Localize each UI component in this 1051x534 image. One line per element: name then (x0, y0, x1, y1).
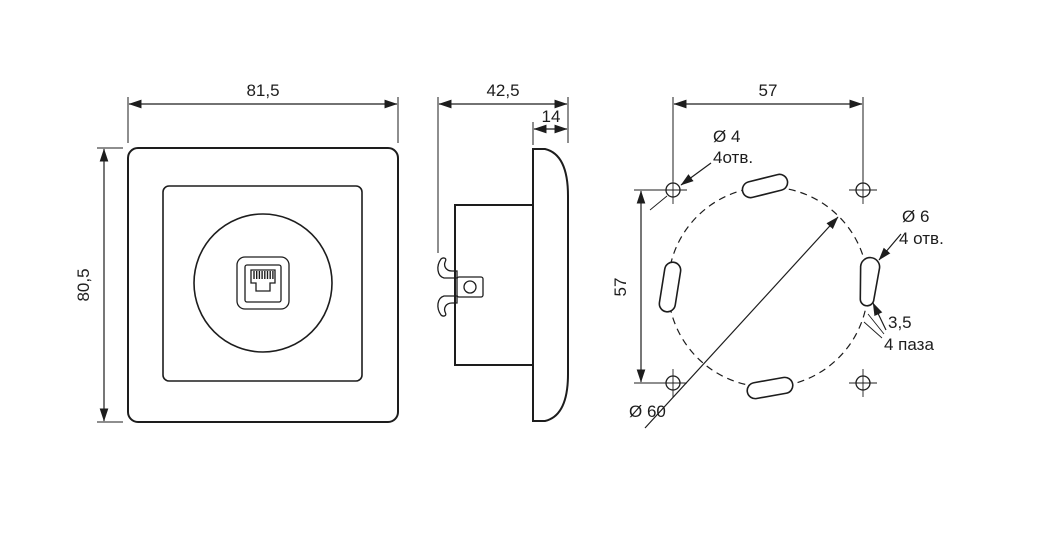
big-hole-dia-label: Ø 6 (902, 207, 929, 226)
small-hole-count-label: 4отв. (713, 148, 753, 167)
circle-dia-label: Ø 60 (629, 402, 666, 421)
keyhole-right (859, 256, 881, 307)
dim-front-height-label: 80,5 (74, 268, 93, 301)
hole-bottom-right (849, 369, 877, 397)
mounting-claw (437, 257, 484, 317)
plate-profile (532, 148, 569, 422)
dim-front-width: 81,5 (127, 81, 399, 143)
front-view: 81,5 80,5 (74, 81, 399, 423)
callout-slots: 3,5 4 паза (863, 302, 934, 354)
dim-hole-spacing-v: 57 (611, 189, 665, 384)
rj-jack-opening (250, 269, 276, 292)
rj-contact-pins (253, 271, 274, 279)
callout-mounting-circle: Ø 60 (629, 216, 839, 429)
dim-side-depth-label: 42,5 (486, 81, 519, 100)
callout-small-holes: Ø 4 4отв. (649, 127, 753, 211)
dim-side-depth: 42,5 (437, 81, 569, 253)
side-view: 42,5 14 (437, 81, 569, 422)
small-hole-dia-label: Ø 4 (713, 127, 740, 146)
slot-bottom (746, 376, 794, 400)
dim-hole-spacing-h: 57 (672, 81, 864, 181)
corner-holes (659, 176, 877, 397)
mounting-view: 57 57 Ø 4 4отв. Ø 6 4 отв. 3,5 (611, 81, 944, 429)
slot-top (741, 173, 789, 199)
dim-hole-spacing-v-label: 57 (611, 278, 630, 297)
callout-big-holes: Ø 6 4 отв. (878, 207, 944, 261)
mechanism-body (454, 204, 534, 366)
dim-front-height: 80,5 (74, 147, 123, 423)
socket-circle (193, 213, 333, 353)
claw-screw (463, 280, 477, 294)
dim-front-width-label: 81,5 (246, 81, 279, 100)
mounting-slots (658, 173, 881, 400)
slot-left (658, 261, 682, 313)
big-hole-count-label: 4 отв. (899, 229, 944, 248)
slot-count-label: 4 паза (884, 335, 934, 354)
dim-plate-depth-label: 14 (542, 107, 561, 126)
dim-plate-depth: 14 (532, 107, 568, 145)
slot-width-label: 3,5 (888, 313, 912, 332)
dim-hole-spacing-h-label: 57 (759, 81, 778, 100)
rj-socket (236, 256, 290, 310)
